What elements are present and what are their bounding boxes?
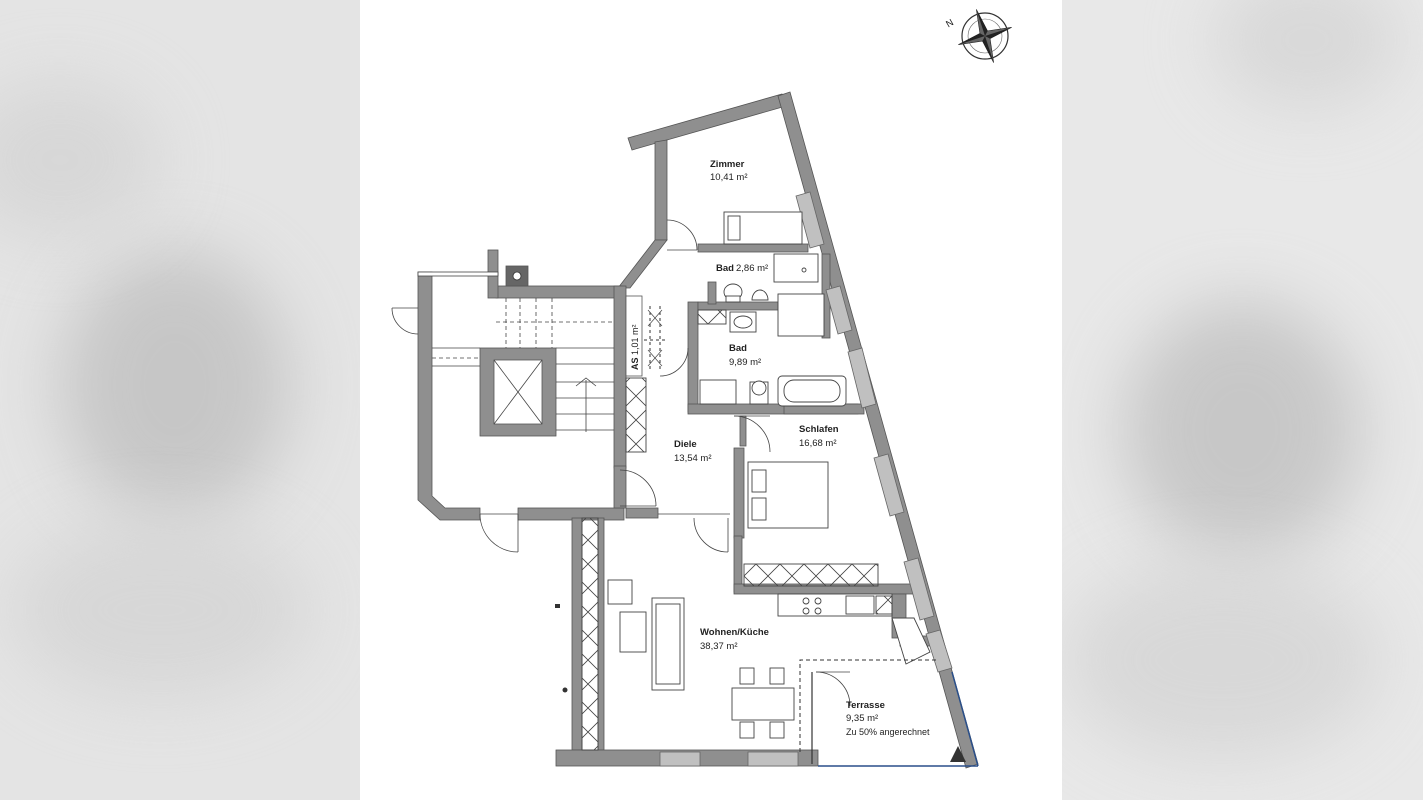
- floor-plan-sheet: N: [360, 0, 1062, 800]
- room-labels: Zimmer 10,41 m² Bad 2,86 m² AS 1,01 m² B…: [630, 159, 930, 737]
- wall-details: [555, 604, 966, 762]
- as-storage: [644, 306, 668, 372]
- blurred-background-right: [1062, 0, 1423, 800]
- room-area-bad-small: 2,86 m²: [736, 263, 768, 274]
- room-name-zimmer: Zimmer: [710, 159, 745, 170]
- room-name-bad-small: Bad: [716, 263, 734, 274]
- room-area-bad: 9,89 m²: [729, 357, 761, 368]
- room-area-zimmer: 10,41 m²: [710, 172, 748, 183]
- room-note-terrasse: Zu 50% angerechnet: [846, 727, 930, 737]
- room-area-as: 1,01 m²: [630, 324, 640, 355]
- compass-north-label: N: [944, 17, 956, 30]
- room-area-wohnen: 38,37 m²: [700, 641, 738, 652]
- room-name-bad: Bad: [729, 343, 747, 354]
- room-area-diele: 13,54 m²: [674, 453, 712, 464]
- doors: [391, 219, 851, 707]
- staircase: [432, 298, 614, 432]
- room-name-terrasse: Terrasse: [846, 700, 885, 711]
- compass-rose: N: [944, 9, 1012, 63]
- floor-plan: N: [391, 9, 1012, 769]
- room-area-terrasse: 9,35 m²: [846, 713, 878, 724]
- room-name-as: AS: [630, 357, 640, 370]
- windows: [659, 191, 953, 767]
- fixtures: [581, 211, 931, 751]
- room-name-wohnen: Wohnen/Küche: [700, 627, 769, 638]
- terrasse-outline: [799, 659, 979, 767]
- wall-top: [627, 93, 787, 151]
- room-name-diele: Diele: [674, 439, 697, 450]
- walls: [417, 91, 979, 769]
- as-storage-diagonals: [647, 309, 663, 367]
- room-name-schlafen: Schlafen: [799, 424, 839, 435]
- room-area-schlafen: 16,68 m²: [799, 438, 837, 449]
- blurred-background-left: [0, 0, 360, 800]
